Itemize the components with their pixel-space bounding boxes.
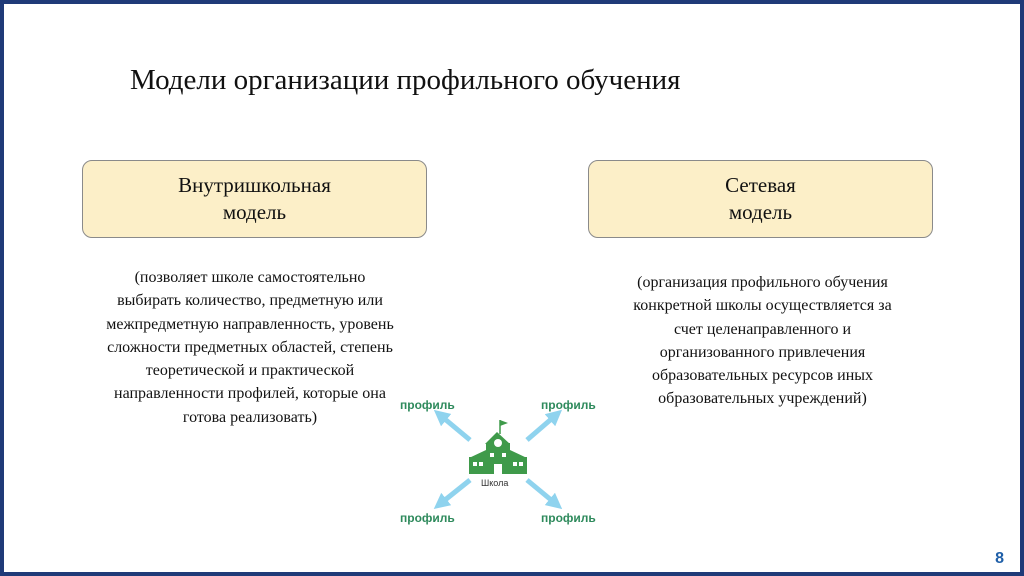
description-line: межпредметную направленность, уровень (106, 315, 394, 333)
description-line: выбирать количество, предметную или (117, 292, 383, 310)
school-label: Школа (481, 478, 509, 488)
profile-label-bottom-left: профиль (400, 511, 455, 525)
description-line: готова реализовать) (182, 408, 318, 426)
network-model-box: Сетевая модель (588, 160, 933, 238)
arrow-to-profile-top-left (433, 409, 472, 442)
description-line: организованного привлечения (659, 343, 866, 361)
description-line: образовательных учреждений) (658, 390, 867, 408)
network-model-title-line-2: модель (728, 200, 793, 224)
profile-label-top-left: профиль (400, 398, 455, 412)
description-line: конкретной школы осуществляется за (633, 297, 892, 315)
description-line: счет целенаправленного и (673, 320, 852, 338)
description-line: (организация профильного обучения (637, 274, 888, 291)
arrow-to-profile-bottom-right (525, 478, 563, 510)
profile-label-top-right: профиль (541, 398, 596, 412)
slide-title: Модели организации профильного обучения (130, 64, 681, 96)
intraschool-model-title-line-2: модель (222, 200, 287, 224)
network-model-description: (организация профильного обучения конкре… (575, 271, 950, 411)
network-model-title-line-1: Сетевая (725, 173, 796, 197)
profile-label-bottom-right: профиль (541, 511, 596, 525)
description-line: направленности профилей, которые она (114, 385, 386, 403)
description-line: образовательных ресурсов иных (651, 367, 874, 385)
arrow-to-profile-top-right (525, 409, 563, 442)
intraschool-model-description: (позволяет школе самостоятельно выбирать… (55, 266, 445, 429)
school-building-icon (469, 420, 527, 474)
intraschool-model-title-line-1: Внутришкольная (178, 173, 331, 197)
intraschool-model-box: Внутришкольная модель (82, 160, 427, 238)
page-number: 8 (995, 550, 1004, 567)
school-profiles-diagram (433, 409, 563, 510)
arrow-to-profile-bottom-left (433, 478, 472, 509)
description-line: сложности предметных областей, степень (107, 338, 393, 356)
description-line: (позволяет школе самостоятельно (134, 269, 366, 286)
description-line: теоретической и практической (145, 362, 355, 380)
